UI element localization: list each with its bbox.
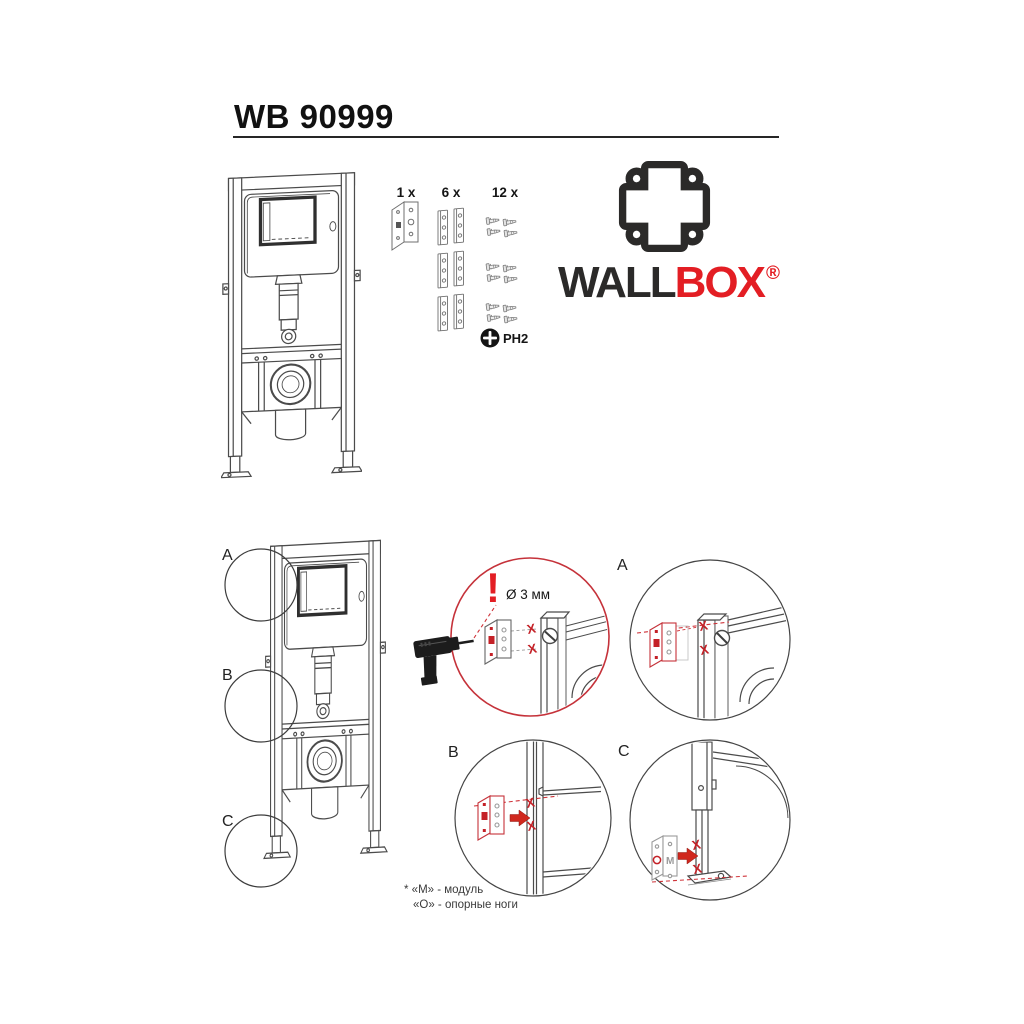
plates-part — [437, 207, 464, 332]
brand-box: BOX — [674, 258, 766, 307]
footnote-line-1: * «М» - модуль — [404, 884, 484, 896]
wallbox-wordmark: WALLBOX® — [558, 258, 780, 308]
x-mark: X — [526, 817, 538, 834]
ph2-label: PH2 — [503, 331, 528, 346]
x-mark: X — [691, 836, 703, 853]
attention-callout: X X ! Ø 3 мм — [413, 557, 610, 717]
zone-label-b: B — [222, 667, 233, 684]
part-qty-bracket: 1 x — [397, 185, 416, 200]
footnote-line-2: «О» - опорные ноги — [413, 899, 518, 911]
x-mark: X — [698, 617, 710, 634]
detail-label-b: B — [448, 744, 459, 761]
x-mark: X — [527, 640, 539, 657]
x-mark: X — [699, 641, 711, 658]
title-divider — [233, 136, 779, 138]
wallbox-logo: WALLBOX® — [556, 158, 806, 307]
parts-list: 1 x 6 x 12 x — [391, 185, 528, 348]
detail-label-a: A — [617, 557, 628, 574]
drill-diameter-label: Ø 3 мм — [506, 587, 550, 602]
zone-circle-a — [224, 548, 298, 622]
x-mark: X — [692, 860, 704, 877]
detail-circle-c — [629, 739, 791, 901]
detail-a-callout: A X X — [617, 557, 791, 721]
frame-with-zones: A B C — [222, 538, 389, 888]
installation-steps: A B C — [222, 538, 791, 901]
wallbox-cross-icon — [618, 160, 711, 253]
frame-overview-drawing — [221, 170, 362, 480]
bracket-m-label: M — [666, 856, 674, 867]
footnote: * «М» - модуль «О» - опорные ноги — [404, 883, 518, 913]
page-title: WB 90999 — [234, 98, 394, 135]
zone-label-a: A — [222, 547, 233, 564]
corner-bracket-part — [391, 201, 419, 251]
drill-icon — [413, 636, 474, 686]
x-mark: X — [525, 794, 537, 811]
detail-b-callout: B X X — [448, 739, 612, 897]
detail-circle-b — [454, 739, 612, 897]
detail-label-c: C — [618, 743, 630, 760]
attention-circle — [450, 557, 610, 717]
ph2-bit-icon — [480, 328, 500, 348]
attention-exclamation: ! — [486, 564, 500, 611]
bracket-om-icon — [651, 835, 678, 881]
brand-wall: WALL — [558, 258, 677, 307]
zone-circle-b — [224, 669, 298, 743]
detail-c-callout: C — [618, 739, 791, 901]
x-mark: X — [526, 620, 538, 637]
screws-part — [485, 215, 518, 324]
zone-circle-c — [224, 814, 298, 888]
part-qty-plates: 6 x — [442, 185, 461, 200]
part-qty-screws: 12 x — [492, 185, 519, 200]
registered-mark: ® — [766, 263, 780, 284]
zone-label-c: C — [222, 813, 234, 830]
detail-circle-a — [629, 559, 791, 721]
